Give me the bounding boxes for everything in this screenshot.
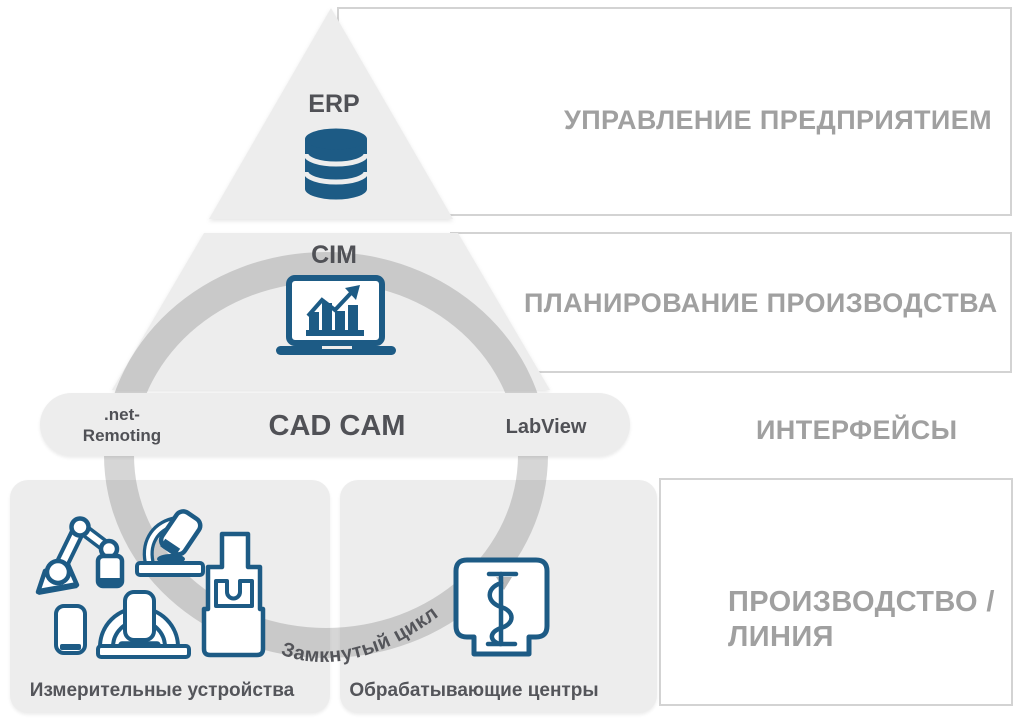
cmm-machine-icon xyxy=(201,531,266,658)
database-icon xyxy=(303,128,369,200)
robot-arm-icon xyxy=(35,516,125,595)
microscope-icon xyxy=(135,509,205,577)
loop-label-text: Замкнутый цикл xyxy=(279,602,443,667)
machining-center-icon xyxy=(453,557,550,657)
dome-gauge-icon xyxy=(96,590,191,659)
closed-loop-label: Замкнутый цикл xyxy=(279,602,442,667)
container-icon xyxy=(54,604,87,655)
laptop-chart-icon xyxy=(276,275,396,355)
